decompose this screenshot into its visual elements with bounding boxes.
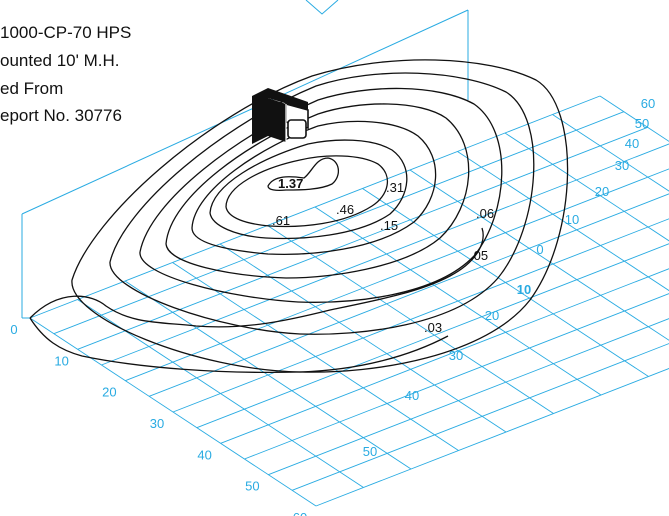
grid-line xyxy=(552,114,669,192)
contour-labels: .03 .05 .06 .15 .31 .46 .61 1.37 xyxy=(272,176,494,335)
grid-line xyxy=(196,243,669,429)
axis-tick-label: 30 xyxy=(150,416,164,431)
grid-line xyxy=(504,132,669,242)
axis-labels: 0 10 20 30 40 50 60 60 50 40 30 20 10 0 10 20 30 40 50 xyxy=(10,96,655,516)
contour-line xyxy=(225,155,389,228)
grid-line xyxy=(457,151,669,292)
axis-tick-label: 30 xyxy=(615,158,629,173)
caption-line-4: eport No. 30776 xyxy=(0,106,122,125)
grid-line xyxy=(292,343,669,491)
grid-line xyxy=(315,368,669,507)
contour-line xyxy=(139,87,503,303)
wall-edge xyxy=(21,9,469,215)
caption-line-2: ounted 10' M.H. xyxy=(0,51,119,70)
contour-line xyxy=(191,120,437,255)
axis-tick-label: 0 xyxy=(536,242,543,257)
contour-value-label: .05 xyxy=(470,248,488,263)
contour-value-label: .61 xyxy=(272,213,290,228)
contour-line xyxy=(209,139,408,240)
grid-line xyxy=(599,95,669,142)
grid-line xyxy=(244,293,669,460)
axis-tick-label: 0 xyxy=(10,322,17,337)
axis-tick-label: 50 xyxy=(635,116,649,131)
caption-line-3: ed From xyxy=(0,79,63,98)
axis-tick-label: 50 xyxy=(363,444,377,459)
grid-line xyxy=(101,143,669,366)
floor-grid xyxy=(29,95,669,507)
axis-tick-label: 10 xyxy=(54,353,68,368)
grid-line xyxy=(220,268,669,444)
axis-tick-label: 20 xyxy=(595,184,609,199)
caption-line-1: 1000-CP-70 HPS xyxy=(0,23,131,42)
contour-value-label: .46 xyxy=(336,202,354,217)
axis-tick-label: 20 xyxy=(102,385,116,400)
axis-tick-label: 40 xyxy=(625,136,639,151)
vertical-wall-frame xyxy=(21,0,469,319)
grid-line xyxy=(268,318,669,476)
photometric-caption: 1000-CP-70 HPS ounted 10' M.H. ed From e… xyxy=(0,23,131,125)
contour-value-label: .15 xyxy=(380,218,398,233)
axis-tick-label: 40 xyxy=(197,447,211,462)
contour-value-label: .31 xyxy=(386,180,404,195)
axis-tick-label: 60 xyxy=(293,510,307,516)
axis-tick-label: 30 xyxy=(449,348,463,363)
grid-line xyxy=(362,188,649,377)
axis-tick-label: 10 xyxy=(565,212,579,227)
contour-value-label: 1.37 xyxy=(278,176,303,191)
contour-value-label: .03 xyxy=(424,320,442,335)
top-arrow xyxy=(305,0,339,15)
contour-line xyxy=(29,317,449,374)
axis-tick-label: 10 xyxy=(517,282,531,297)
axis-tick-label: 60 xyxy=(641,96,655,111)
axis-tick-label: 40 xyxy=(405,388,419,403)
axis-tick-label: 20 xyxy=(485,308,499,323)
contour-value-label: .06 xyxy=(476,206,494,221)
contour-line xyxy=(71,59,569,373)
axis-tick-label: 50 xyxy=(245,479,259,494)
contour-line xyxy=(267,157,339,192)
luminaire-icon xyxy=(252,88,309,144)
contour-line xyxy=(29,227,484,328)
